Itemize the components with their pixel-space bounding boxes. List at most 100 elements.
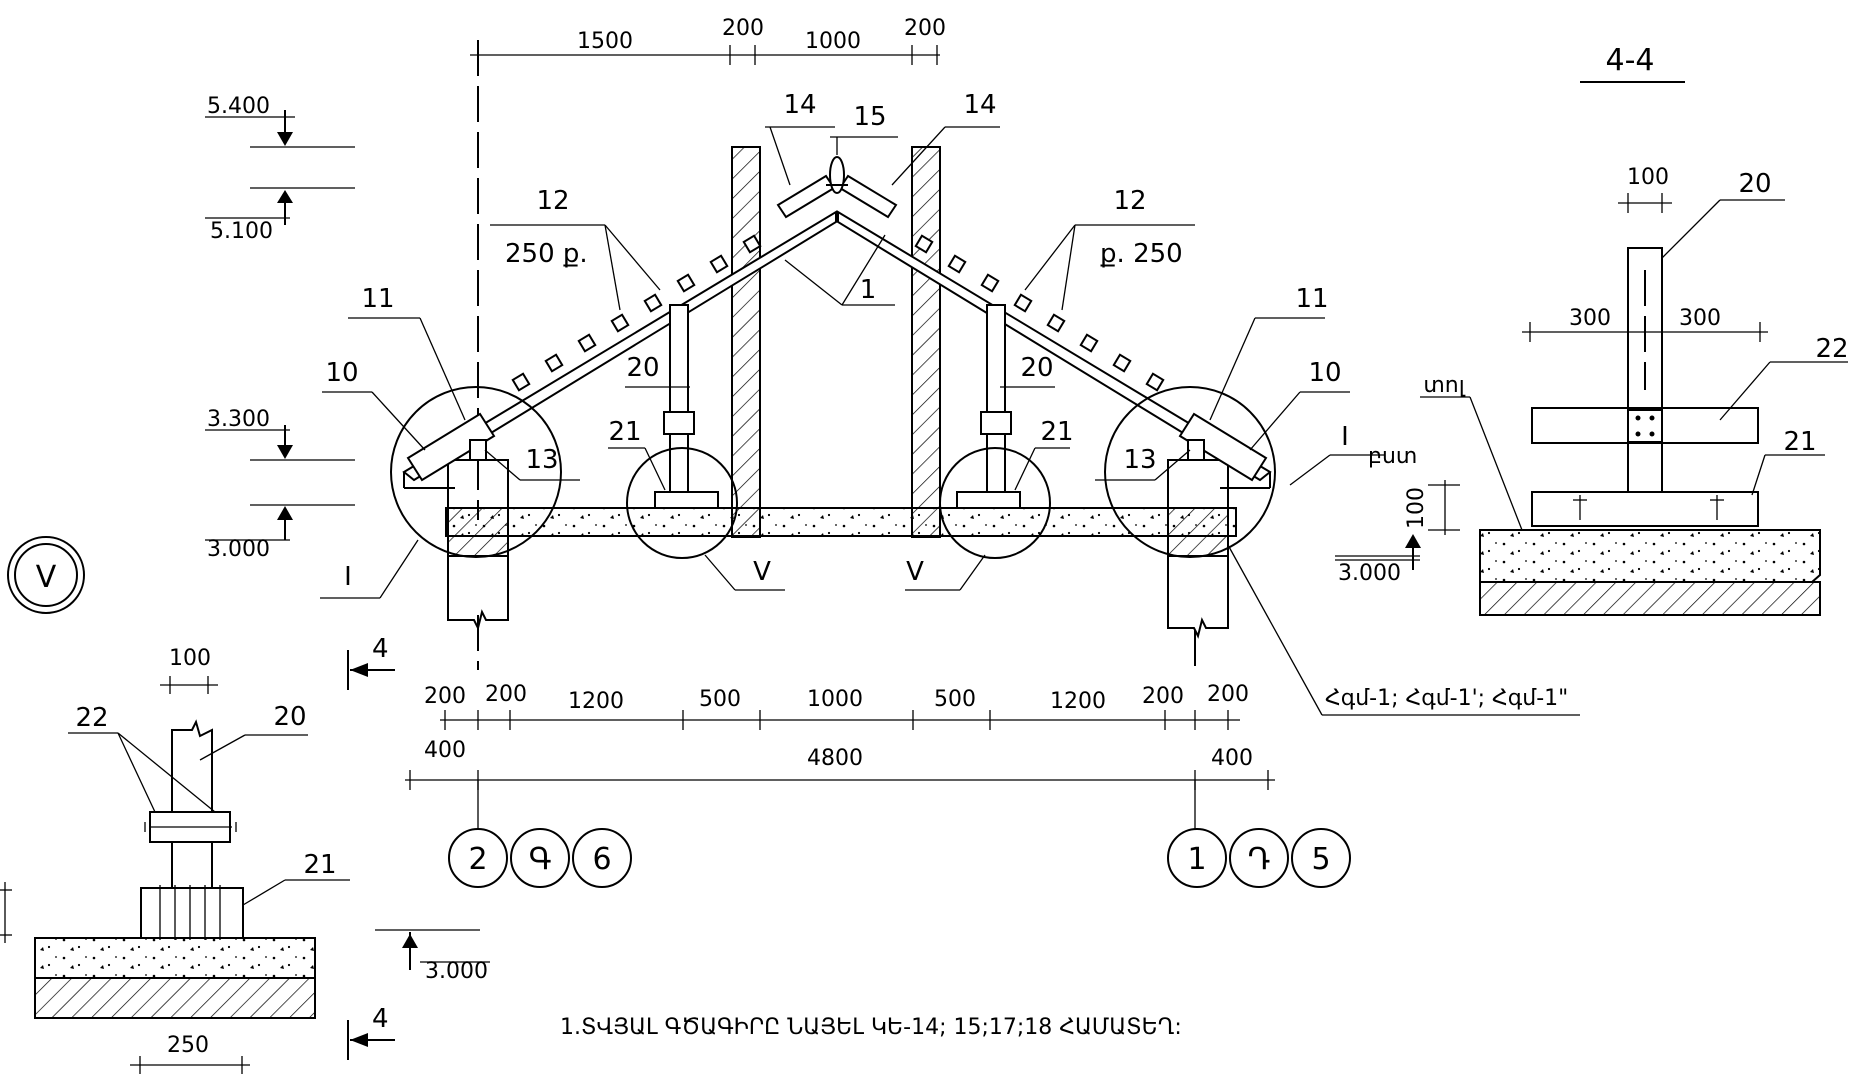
detail-slab bbox=[34, 937, 316, 979]
bottom-dimension-lines: 200 200 1200 500 1000 500 1200 200 200 4… bbox=[405, 682, 1275, 830]
dim-200: 200 bbox=[485, 682, 527, 707]
callout-11-left: 11 bbox=[361, 284, 394, 314]
floor-slab bbox=[445, 507, 1237, 537]
callout-10-left: 10 bbox=[325, 358, 358, 388]
dim-400: 400 bbox=[424, 738, 466, 763]
detail-sill bbox=[140, 887, 244, 939]
detail-ref-I-left: I bbox=[344, 562, 352, 592]
callout-20-left: 20 bbox=[626, 353, 659, 383]
section-roofing-label: տոլ bbox=[1423, 373, 1465, 398]
rafter-right bbox=[837, 210, 1272, 482]
callout-21-left: 21 bbox=[608, 417, 641, 447]
wall-right bbox=[911, 146, 941, 538]
dim-4800: 4800 bbox=[807, 746, 863, 771]
axis-2: 2 bbox=[468, 842, 487, 877]
rafter-left bbox=[402, 210, 837, 482]
elevation-3000: 3.000 bbox=[207, 537, 270, 562]
detail-callout-21: 21 bbox=[303, 850, 336, 880]
detail-marker-outer bbox=[7, 536, 85, 614]
column-right bbox=[1167, 459, 1229, 639]
sill-left bbox=[654, 491, 719, 509]
axis-g: Գ bbox=[529, 842, 552, 877]
section-dim-100: 100 bbox=[1627, 165, 1669, 190]
wall-left bbox=[731, 146, 761, 538]
eave-board-left bbox=[406, 412, 496, 482]
axis-markers: 2 Գ 6 1 Դ 5 bbox=[448, 828, 1351, 888]
detail-marker-inner bbox=[14, 543, 78, 607]
detail-ref-V-right: V bbox=[906, 557, 924, 587]
dim-1500: 1500 bbox=[577, 29, 633, 54]
elevation-5400: 5.400 bbox=[207, 94, 270, 119]
detail-ref-I-right: I bbox=[1341, 422, 1349, 452]
detail-elevation-3000: 3.000 bbox=[425, 959, 488, 984]
detail-callout-20: 20 bbox=[273, 702, 306, 732]
section-callout-21: 21 bbox=[1783, 427, 1816, 457]
callout-20-right: 20 bbox=[1020, 353, 1053, 383]
detail-circle-I-right bbox=[1104, 386, 1276, 558]
top-dimension-line: 1500 200 1000 200 bbox=[470, 16, 946, 65]
axis-d: Դ bbox=[1248, 842, 1271, 877]
detail-dim-250: 250 bbox=[167, 1033, 209, 1058]
section-slab bbox=[1479, 529, 1821, 583]
section-slab-hatch bbox=[1479, 581, 1821, 616]
dim-1200: 1200 bbox=[568, 689, 624, 714]
axis-5: 5 bbox=[1311, 842, 1330, 877]
detail-callout-22: 22 bbox=[75, 703, 108, 733]
detail-circle-V-left bbox=[626, 447, 738, 559]
eave-board-right bbox=[1178, 412, 1268, 482]
detail-circle-V-right bbox=[939, 447, 1051, 559]
callout-14-left: 14 bbox=[783, 90, 816, 120]
axis-1: 1 bbox=[1187, 842, 1206, 877]
post-left bbox=[669, 304, 689, 494]
callout-11-right: 11 bbox=[1295, 284, 1328, 314]
battens-left bbox=[511, 234, 762, 392]
axis-6: 6 bbox=[592, 842, 611, 877]
roll-label: բստ bbox=[1368, 444, 1417, 469]
detail-marker-label: V bbox=[36, 560, 57, 595]
dim-200: 200 bbox=[424, 684, 466, 709]
detail-ref-V-left: V bbox=[753, 557, 771, 587]
dim-200: 200 bbox=[722, 16, 764, 41]
elevation-marks: 5.400 5.100 3.300 3.000 bbox=[205, 94, 355, 562]
section-callout-20: 20 bbox=[1738, 169, 1771, 199]
section-dim-300: 300 bbox=[1679, 306, 1721, 331]
column-left bbox=[447, 459, 509, 631]
detail-circle-I-left bbox=[390, 386, 562, 558]
callout-13-left: 13 bbox=[525, 445, 558, 475]
sill-right bbox=[956, 491, 1021, 509]
rafters bbox=[402, 210, 1272, 489]
elevation-3300: 3.300 bbox=[207, 407, 270, 432]
dim-400: 400 bbox=[1211, 746, 1253, 771]
beam-marks: Հգմ-1; Հգմ-1'; Հգմ-1" bbox=[1325, 686, 1568, 711]
callout-10-right: 10 bbox=[1308, 358, 1341, 388]
support-block-left bbox=[447, 507, 509, 557]
slope-left: 250 ք. bbox=[505, 239, 588, 269]
slope-right: ք. 250 bbox=[1100, 239, 1183, 269]
section-elevation-3000: 3.000 bbox=[1338, 561, 1401, 586]
dim-500: 500 bbox=[699, 687, 741, 712]
dim-200: 200 bbox=[904, 16, 946, 41]
section-cut-marks: 4 4 bbox=[347, 634, 395, 1060]
dim-1000: 1000 bbox=[805, 29, 861, 54]
section-callout-22: 22 bbox=[1815, 334, 1848, 364]
section-dim-300: 300 bbox=[1569, 306, 1611, 331]
callout-12-right: 12 bbox=[1113, 186, 1146, 216]
post-right bbox=[986, 304, 1006, 494]
section-title: 4-4 bbox=[1606, 43, 1655, 78]
drawing-note: 1.ՏՎՅԱԼ ԳԾԱԳԻՐԸ ՆԱՅԵԼ ԿԵ-14; 15;17;18 ՀԱ… bbox=[560, 1015, 1182, 1040]
callout-13-right: 13 bbox=[1123, 445, 1156, 475]
callouts: 14 15 14 12 250 ք. 12 ք. 250 1 11 11 10 … bbox=[320, 90, 1580, 716]
dim-500: 500 bbox=[934, 687, 976, 712]
section-mark-bottom: 4 bbox=[372, 1004, 389, 1034]
elevation-5100: 5.100 bbox=[210, 219, 273, 244]
ridge-plate-right bbox=[838, 174, 898, 219]
detail-dim-100: 100 bbox=[169, 646, 211, 671]
support-block-right bbox=[1167, 507, 1229, 557]
battens-right bbox=[914, 234, 1165, 392]
section-mark-top: 4 bbox=[372, 634, 389, 664]
ridge-bolt bbox=[829, 156, 845, 194]
section-dim-100-side: 100 bbox=[1404, 487, 1429, 529]
callout-12-left: 12 bbox=[536, 186, 569, 216]
section-sill bbox=[1531, 491, 1759, 527]
